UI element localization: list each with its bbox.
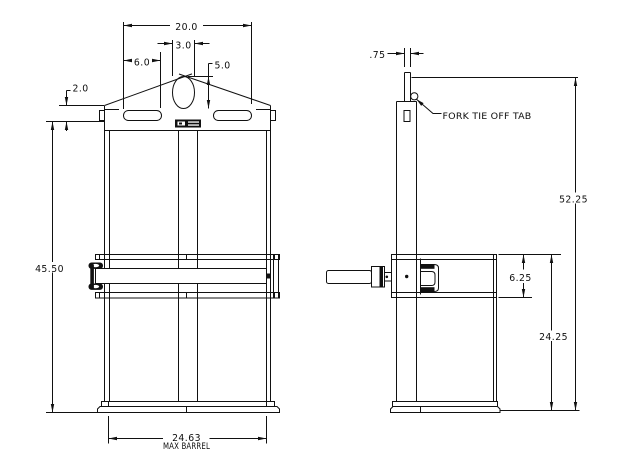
clamp-band-front	[88, 254, 280, 299]
fork-tab-label-text: FORK TIE OFF TAB	[443, 112, 532, 122]
dim-plate-lip-text: 2.0	[73, 84, 89, 95]
band-strip-ends	[99, 254, 275, 298]
band-latch	[88, 262, 103, 290]
dim-top-width-text: 20.0	[175, 22, 198, 33]
right-ear	[270, 110, 276, 121]
dim-band-height-text: 6.25	[509, 273, 532, 284]
rear-member	[493, 297, 497, 402]
dim-top-width: 20.0	[123, 22, 252, 109]
dim-slot-width: 6.0	[123, 52, 161, 108]
side-view: .75 FORK TIE OFF TAB 52.25 6.25 24.25	[326, 48, 588, 413]
dim-tab-thickness: .75	[369, 48, 424, 67]
band-strip-bottom	[95, 292, 280, 299]
dim-barrel-width-text: 24.63	[172, 433, 201, 444]
front-view: 20.0 3.0 6.0 5.0 2.0	[35, 22, 280, 452]
dim-overall-height: 52.25	[411, 77, 588, 411]
dim-frame-height-text: 45.50	[35, 264, 64, 275]
dim-hole-width: 3.0	[157, 40, 210, 76]
dim-band-elevation-text: 24.25	[539, 332, 568, 343]
lift-hole	[172, 76, 195, 109]
fork-tie-off-tab	[404, 72, 411, 102]
dim-plate-lip: 2.0	[46, 84, 105, 131]
dim-tab-thickness-text: .75	[369, 50, 385, 61]
band-pin	[266, 273, 271, 279]
latch-buckle	[420, 258, 439, 295]
center-column	[178, 130, 198, 402]
fork-slot-left	[123, 110, 162, 121]
dim-barrel-width: 24.63 MAX BARREL	[108, 416, 267, 452]
band-strip-top	[95, 254, 280, 260]
column-slot	[403, 110, 411, 122]
dim-frame-height: 45.50	[35, 121, 97, 413]
label-plate	[175, 119, 201, 128]
frame-rails	[104, 130, 271, 402]
dim-barrel-note-text: MAX BARREL	[163, 442, 210, 452]
tie-off-hole	[410, 92, 419, 101]
band-main	[95, 268, 267, 284]
dim-overall-height-text: 52.25	[559, 195, 588, 206]
base-side	[390, 401, 501, 413]
dim-hole-width-text: 3.0	[175, 40, 191, 51]
band-bracket-right	[273, 254, 279, 298]
clamp-band-side	[391, 254, 497, 298]
base-front	[97, 401, 280, 413]
dim-hole-height-text: 5.0	[215, 60, 231, 71]
fork-tab-callout: FORK TIE OFF TAB	[416, 98, 532, 122]
pivot-pin	[405, 274, 409, 279]
latch-handle	[326, 266, 392, 288]
fork-slot-right	[213, 110, 252, 121]
dim-band-height: 6.25	[498, 254, 561, 298]
dim-hole-height: 5.0	[188, 60, 231, 109]
dim-slot-width-text: 6.0	[134, 57, 150, 68]
left-ear	[99, 110, 105, 121]
dim-band-elevation: 24.25	[539, 254, 568, 411]
side-column	[396, 101, 417, 402]
